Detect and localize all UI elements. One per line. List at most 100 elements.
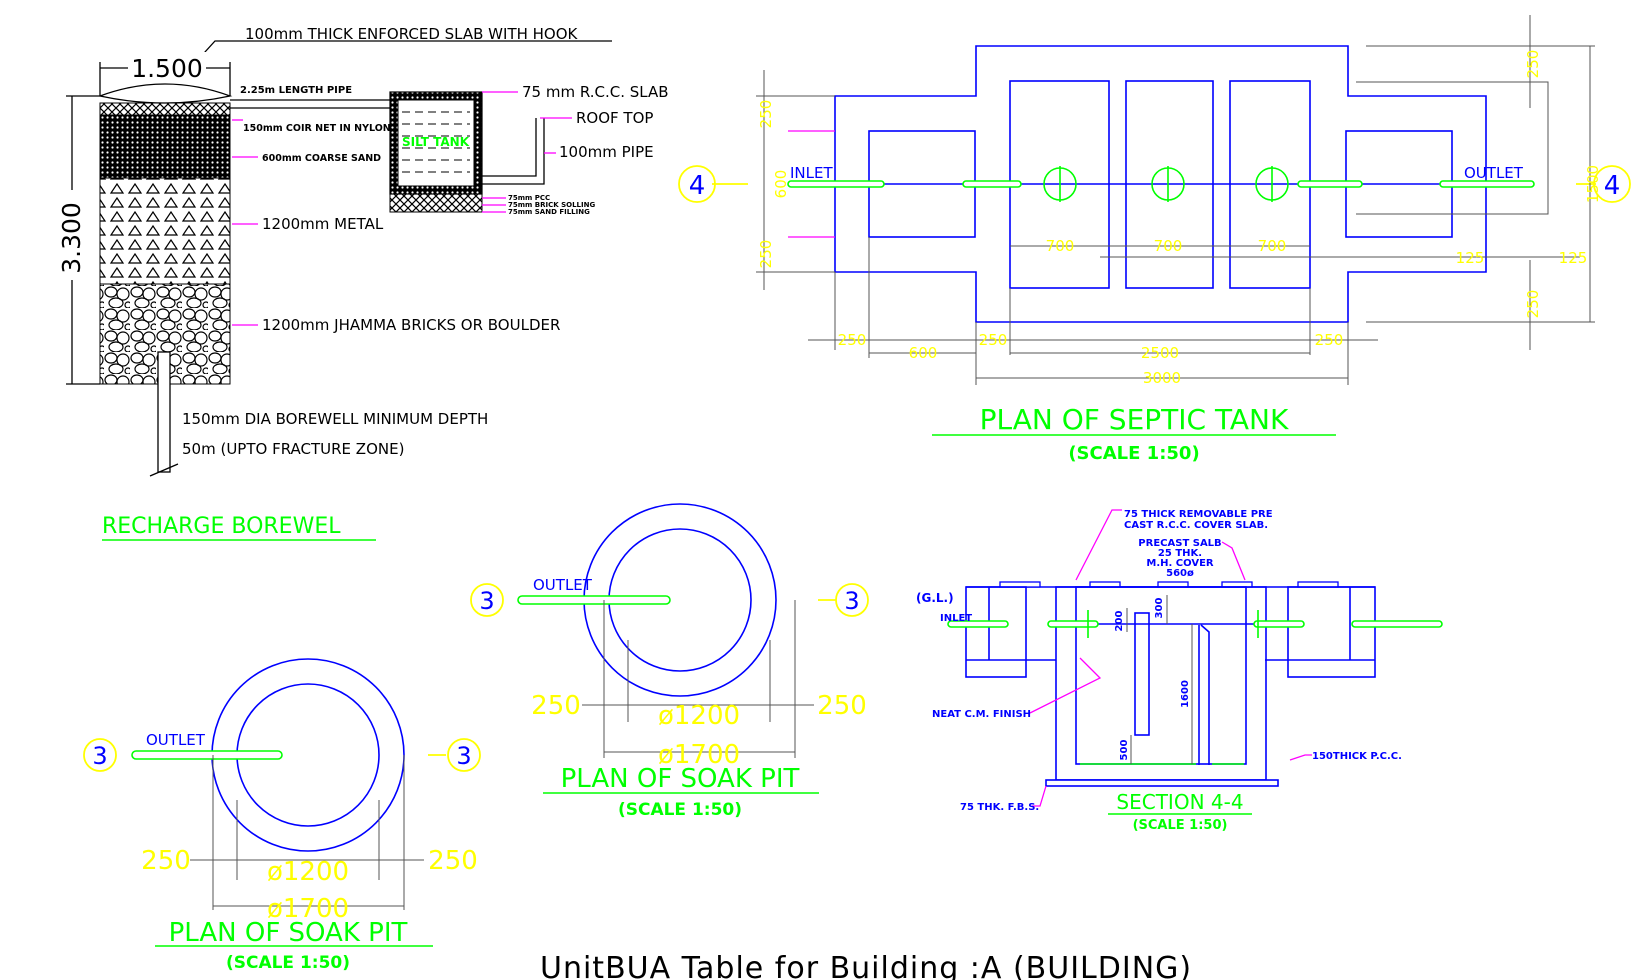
soak2-title: PLAN OF SOAK PIT: [561, 764, 800, 794]
soak2-mark-right-label: 3: [844, 587, 859, 615]
top-dim-mask: [128, 52, 206, 80]
height-dim: 3.300: [57, 202, 86, 274]
section-left-chamber: [965, 586, 1027, 678]
right-dim-chamber-line: [1356, 81, 1549, 215]
section-dim-500: 500: [1119, 740, 1130, 761]
recharge-borewell-detail: 100mm THICK ENFORCED SLAB WITH HOOK 1.50…: [56, 25, 669, 541]
metal-note: 1200mm METAL: [262, 215, 384, 233]
soak1-title: PLAN OF SOAK PIT: [169, 918, 408, 948]
dim-left-250-top: 250: [757, 100, 775, 129]
slab-note: 100mm THICK ENFORCED SLAB WITH HOOK: [245, 25, 579, 43]
borewell-note-line1: 150mm DIA BOREWELL MINIMUM DEPTH: [182, 410, 488, 428]
borewell-break: [149, 463, 179, 477]
soak2-outlet-label: OUTLET: [533, 576, 593, 594]
soak1-offset-right: 250: [428, 846, 478, 876]
precast-note-1: PRECAST SALB: [1138, 538, 1221, 549]
rcc-note: 75 mm R.C.C. SLAB: [522, 83, 669, 101]
top-width-dim: 1.500: [131, 54, 203, 83]
dim-bottom-600: 600: [909, 344, 938, 362]
mh-note-2: 560ø: [1166, 568, 1194, 579]
borewell-pipe: [157, 351, 171, 473]
section-inlet-label: INLET: [940, 613, 972, 624]
section-inlet-pipe: [947, 620, 1009, 628]
pipe-4: [1297, 180, 1363, 188]
dim-700-a: 700: [1046, 237, 1075, 255]
soak1-inner-dia: ø1200: [267, 857, 349, 887]
dim-bottom-250-c: 250: [1315, 331, 1344, 349]
cover-note-1: 75 THICK REMOVABLE PRE: [1124, 509, 1273, 520]
section-mark-left-label: 4: [689, 171, 706, 201]
section-mark-left: [678, 165, 716, 203]
roof-pipe-inner: [482, 118, 545, 185]
soak1-outlet-pipe: [131, 750, 283, 760]
soak2-scale: (SCALE 1:50): [618, 800, 742, 820]
dim-bottom-3000: 3000: [1143, 369, 1181, 387]
septic-inlet-label: INLET: [790, 164, 833, 182]
inlet-pipe: [787, 180, 885, 188]
soak2-mark-left: [470, 583, 504, 617]
silt-tank-base: [389, 193, 483, 213]
neat-note: NEAT C.M. FINISH: [932, 709, 1031, 720]
soak1-mark-right: [447, 738, 481, 772]
soak1-mark-left-label: 3: [92, 742, 107, 770]
silt-tank-water: [402, 111, 470, 173]
cover-leader: [1075, 509, 1122, 581]
roof-note: ROOF TOP: [576, 109, 653, 127]
section-mark-right: [1593, 165, 1631, 203]
section-outlet-pipe: [1351, 620, 1443, 628]
soak2-mark-right: [835, 583, 869, 617]
section-baffle: [1134, 612, 1150, 736]
silt-tank-label: SILT TANK: [402, 135, 470, 149]
soak1-mark-right-label: 3: [456, 742, 471, 770]
slab-leader: [204, 40, 612, 80]
mh-note-1: M.H. COVER: [1146, 558, 1214, 569]
section-pipe-2: [1047, 620, 1099, 628]
borewell-note-line2: 50m (UPTO FRACTURE ZONE): [182, 440, 404, 458]
height-dim-mask: [56, 190, 86, 280]
precast-note-2: 25 THK.: [1158, 548, 1202, 559]
dim-125-b: 125: [1559, 249, 1588, 267]
dim-left-250-bottom: 250: [757, 240, 775, 269]
neat-leader: [1029, 657, 1102, 714]
pipe100-note: 100mm PIPE: [559, 143, 654, 161]
section-title: SECTION 4-4: [1116, 790, 1243, 814]
jhamma-note: 1200mm JHAMMA BRICKS OR BOULDER: [262, 316, 560, 334]
pcc150-note: 150THICK P.C.C.: [1312, 751, 1402, 762]
soak2-offset-left: 250: [531, 691, 581, 721]
soak-pit-2: OUTLET 3 3 250 250 ø1200 ø1700 PLAN OF S…: [470, 503, 869, 820]
pcc150-leader: [1289, 754, 1312, 761]
fbs-leader: [1032, 785, 1047, 807]
section-right-chamber: [1287, 586, 1376, 678]
coir-note: 150mm COIR NET IN NYLON NET: [243, 123, 415, 134]
metal-layer: [99, 177, 231, 285]
roof-pipe-outer: [482, 118, 537, 177]
soak1-outlet-label: OUTLET: [146, 731, 206, 749]
section-mark-right-label: 4: [1604, 171, 1621, 201]
septic-title: PLAN OF SEPTIC TANK: [980, 403, 1289, 436]
dim-right-250-top: 250: [1524, 50, 1542, 79]
dim-700-b: 700: [1154, 237, 1183, 255]
septic-outlet-label: OUTLET: [1464, 164, 1524, 182]
soak2-outer-dia: ø1700: [658, 740, 740, 770]
section-scale: (SCALE 1:50): [1133, 818, 1228, 833]
pipe-length-note: 2.25m LENGTH PIPE: [240, 85, 352, 96]
recharge-title: RECHARGE BOREWEL: [102, 514, 341, 539]
sand-note: 600mm COARSE SAND: [262, 153, 381, 164]
soak1-outer-dia: ø1700: [267, 894, 349, 924]
dim-right-1500: 1500: [1584, 165, 1602, 203]
outlet-pipe: [1439, 180, 1535, 188]
soak1-offset-left: 250: [141, 846, 191, 876]
section-pcc-base: [1045, 779, 1279, 787]
unit-bua-table-title: UnitBUA Table for Building :A (BUILDING): [540, 951, 1192, 980]
section-dim-300: 300: [1154, 598, 1165, 619]
brick-note: 75mm BRICK SOLLING: [508, 201, 595, 209]
section-dim-1600: 1600: [1180, 680, 1191, 708]
dim-bottom-250-b: 250: [979, 331, 1008, 349]
coarse-sand-layer: [99, 114, 231, 179]
section-gl-label: (G.L.): [916, 591, 954, 605]
dim-right-250-bottom: 250: [1524, 290, 1542, 319]
soak1-scale: (SCALE 1:50): [226, 953, 350, 973]
cap-lens: [97, 83, 233, 104]
fbs-note: 75 THK. F.B.S.: [960, 802, 1039, 813]
